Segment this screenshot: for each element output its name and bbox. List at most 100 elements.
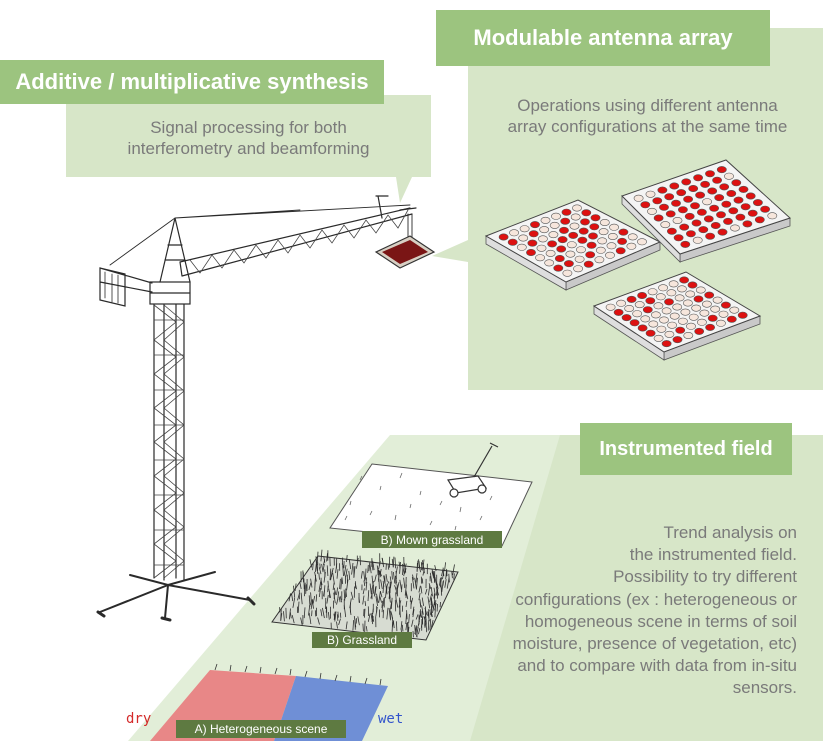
antenna-element	[657, 186, 668, 194]
antenna-element	[723, 217, 733, 225]
antenna-element	[669, 312, 680, 320]
antenna-element	[674, 294, 685, 302]
antenna-element	[590, 214, 601, 222]
antenna-element	[569, 222, 580, 230]
antenna-element	[676, 189, 687, 197]
antenna-element	[692, 236, 703, 244]
antenna-element	[655, 293, 666, 301]
antenna-element	[700, 180, 710, 188]
wet-label: wet	[378, 711, 404, 727]
antenna-element	[709, 204, 719, 212]
antenna-description-line: array configurations at the same time	[507, 117, 788, 136]
antenna-element	[664, 298, 674, 306]
antenna-element	[678, 206, 688, 214]
antenna-element	[683, 299, 693, 307]
antenna-element	[666, 289, 677, 297]
antenna-element	[672, 303, 683, 311]
antenna-element	[712, 296, 723, 304]
field-title: Instrumented field	[580, 423, 792, 475]
antenna-title: Modulable antenna array	[436, 10, 770, 66]
antenna-element	[661, 340, 672, 348]
antenna-element	[724, 172, 734, 180]
antenna-element	[516, 243, 527, 251]
antenna-element	[527, 239, 538, 247]
antenna-element	[653, 214, 664, 222]
antenna-element	[726, 315, 737, 323]
antenna-element	[683, 195, 693, 203]
antenna-element	[669, 182, 680, 190]
antenna-element	[606, 242, 617, 250]
antenna-element	[627, 233, 638, 241]
antenna-element	[577, 236, 588, 244]
antenna-element	[679, 276, 689, 284]
antenna-element	[691, 304, 702, 312]
synthesis-panel	[66, 95, 431, 177]
antenna-element	[742, 220, 753, 228]
antenna-element	[686, 322, 696, 330]
antenna-element	[726, 190, 737, 198]
antenna-element	[535, 254, 545, 262]
antenna-element	[536, 244, 547, 252]
antenna-element	[704, 291, 715, 299]
antenna-element	[616, 299, 626, 307]
antenna-element	[658, 284, 668, 292]
antenna-element	[640, 315, 651, 323]
antenna-element	[653, 334, 664, 342]
antenna-element	[664, 330, 675, 338]
field-description-line: homogeneous scene in terms of soil	[524, 611, 797, 631]
antenna-element	[687, 281, 698, 289]
antenna-element	[659, 316, 669, 324]
antenna-element	[530, 221, 540, 229]
antenna-element	[568, 231, 579, 239]
antenna-element	[712, 176, 722, 184]
antenna-element	[656, 325, 667, 333]
antenna-element	[559, 226, 569, 234]
antenna-description: Operations using different antenna array…	[470, 95, 823, 137]
antenna-element	[518, 234, 529, 242]
antenna-element	[697, 318, 707, 326]
mown-grassland-label: B) Mown grassland	[362, 531, 502, 548]
antenna-element	[680, 240, 691, 248]
antenna-element	[613, 308, 624, 316]
antenna-element	[668, 280, 679, 288]
antenna-element	[599, 219, 610, 227]
antenna-element	[716, 166, 727, 174]
antenna-element	[697, 208, 707, 216]
antenna-element	[607, 233, 618, 241]
antenna-element	[683, 331, 694, 339]
antenna-element	[540, 216, 551, 224]
antenna-element	[634, 301, 645, 309]
antenna-element	[544, 259, 555, 267]
antenna-element	[681, 178, 692, 186]
antenna-element	[528, 230, 539, 238]
antenna-element	[545, 249, 556, 257]
antenna-element	[686, 230, 696, 238]
antenna-element	[621, 314, 632, 322]
antenna-element	[707, 187, 718, 195]
antenna-element	[626, 295, 637, 303]
antenna-element	[609, 223, 619, 231]
antenna-element	[691, 219, 702, 227]
antenna-element	[667, 321, 677, 329]
antenna-element	[624, 304, 635, 312]
antenna-element	[733, 196, 744, 204]
antenna-element	[549, 221, 560, 229]
antenna-element	[716, 319, 726, 327]
antenna-element	[702, 300, 712, 308]
antenna-element	[547, 240, 557, 248]
antenna-element	[648, 320, 659, 328]
antenna-element	[690, 202, 700, 210]
antenna-element	[678, 317, 688, 325]
antenna-element	[705, 323, 715, 331]
antenna-element	[629, 319, 640, 327]
antenna-element	[597, 237, 608, 245]
antenna-element	[553, 264, 564, 272]
antenna-element	[598, 228, 609, 236]
antenna-element	[660, 221, 671, 229]
antenna-element	[583, 260, 594, 268]
antenna-element	[526, 249, 536, 257]
antenna-element	[710, 305, 721, 313]
